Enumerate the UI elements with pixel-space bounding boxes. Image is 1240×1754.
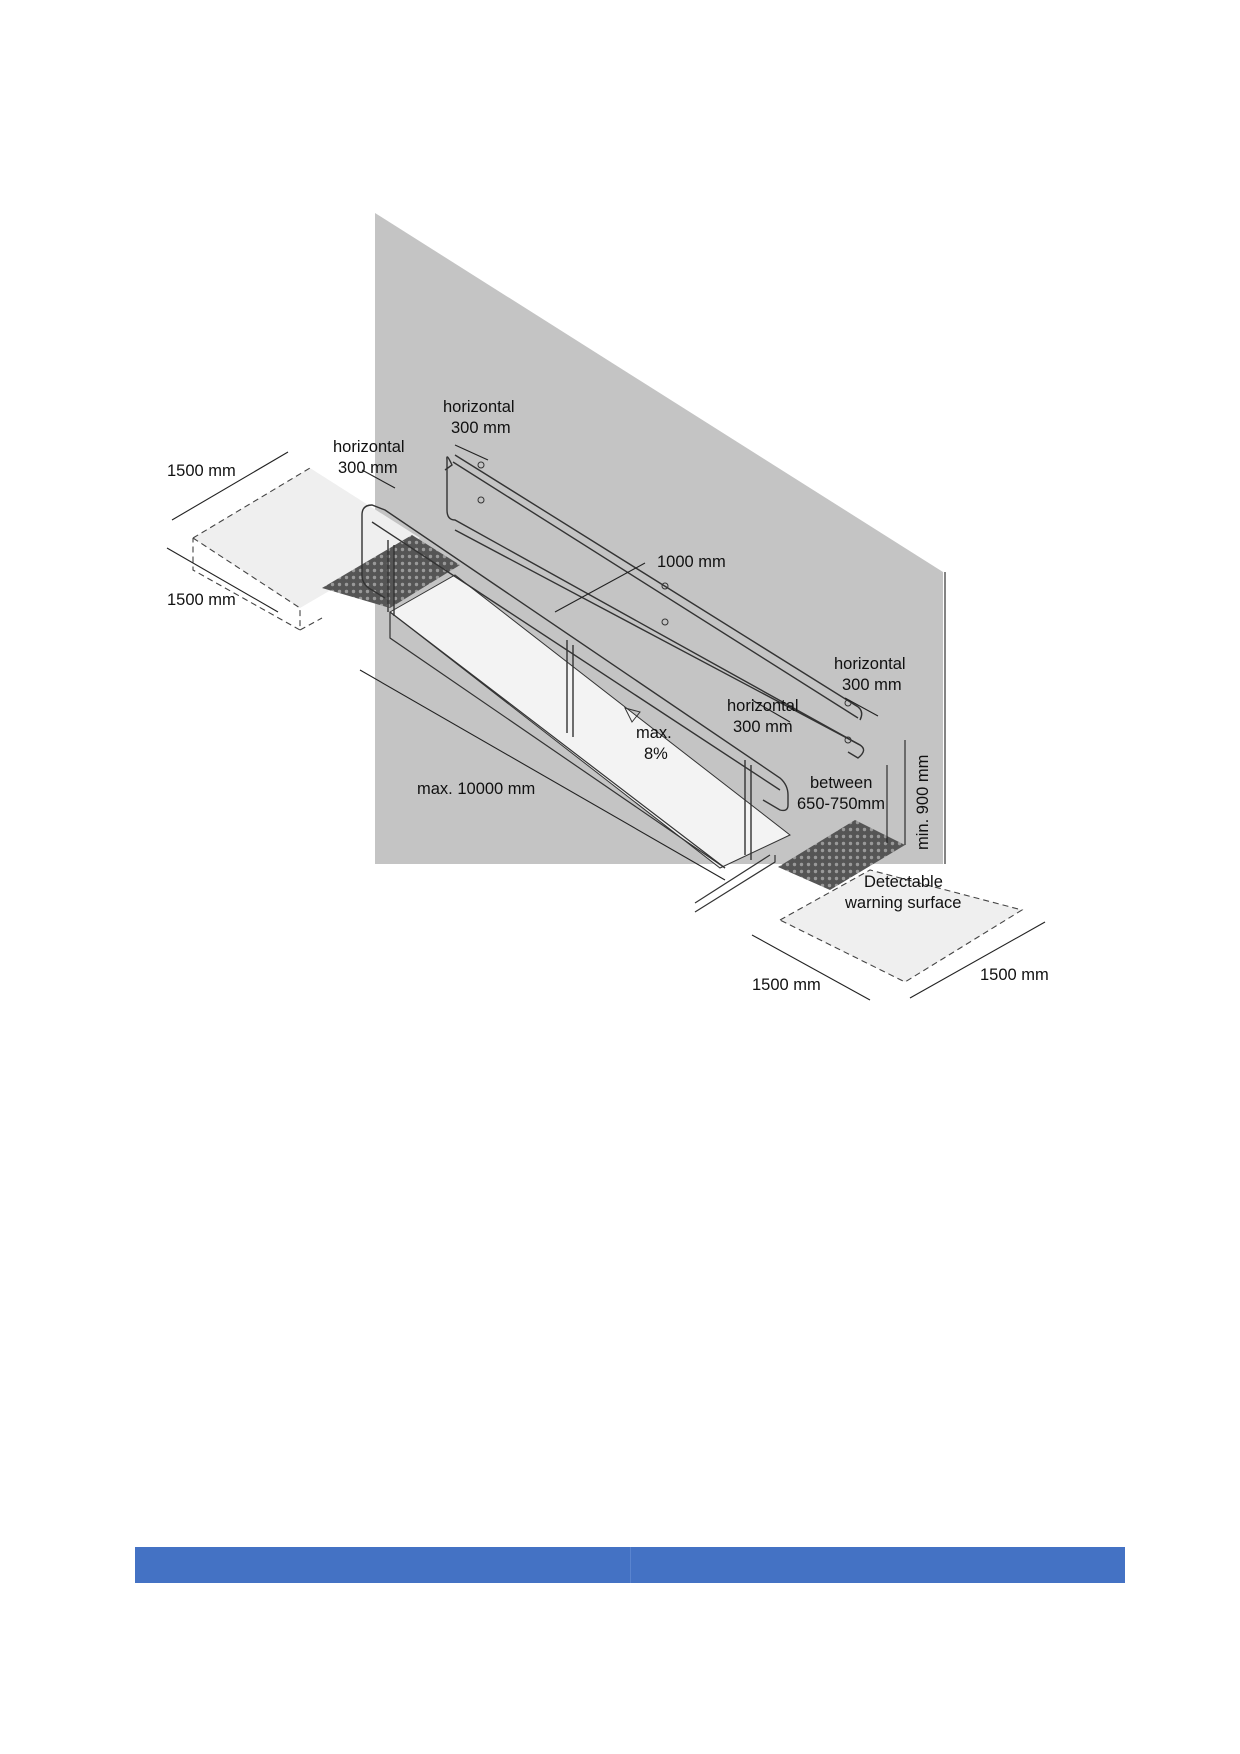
label-rail-spacing: 1000 mm bbox=[657, 553, 726, 571]
ramp-body bbox=[389, 574, 791, 913]
label-rail-ext-bottom-lower-2: 300 mm bbox=[733, 718, 793, 736]
label-rail-ext-bottom-lower-1: horizontal bbox=[727, 697, 799, 715]
bottom-landing bbox=[779, 869, 1024, 983]
label-warning-surface-2: warning surface bbox=[844, 894, 961, 912]
top-landing bbox=[192, 467, 420, 631]
slope-indicator bbox=[624, 707, 641, 723]
label-landing-top-depth: 1500 mm bbox=[167, 591, 236, 609]
label-slope-2: 8% bbox=[644, 745, 668, 763]
footer-bar bbox=[135, 1547, 1125, 1583]
label-rail-ext-top-upper-1: horizontal bbox=[443, 398, 515, 416]
footer-cell-right bbox=[629, 1547, 1125, 1583]
label-rail-ext-top-upper-2: 300 mm bbox=[451, 419, 511, 437]
label-rail-ext-bottom-upper-2: 300 mm bbox=[842, 676, 902, 694]
label-lower-rail-height-2: 650-750mm bbox=[797, 795, 885, 813]
label-rail-ext-top-lower-2: 300 mm bbox=[338, 459, 398, 477]
label-lower-rail-height-1: between bbox=[810, 774, 872, 792]
front-handrails bbox=[361, 504, 789, 860]
label-slope-1: max. bbox=[636, 724, 672, 742]
bottom-warning-surface bbox=[778, 820, 905, 890]
top-warning-surface bbox=[322, 535, 460, 608]
dimension-lines bbox=[166, 444, 1046, 1001]
label-landing-bottom-width: 1500 mm bbox=[980, 966, 1049, 984]
label-ramp-length: max. 10000 mm bbox=[417, 780, 535, 798]
label-upper-rail-height: min. 900 mm bbox=[914, 755, 932, 850]
wall-handrails bbox=[444, 454, 865, 759]
footer-cell-left bbox=[135, 1547, 630, 1583]
label-landing-top-width: 1500 mm bbox=[167, 462, 236, 480]
label-warning-surface-1: Detectable bbox=[864, 873, 943, 891]
label-landing-bottom-depth: 1500 mm bbox=[752, 976, 821, 994]
label-rail-ext-bottom-upper-1: horizontal bbox=[834, 655, 906, 673]
label-rail-ext-top-lower-1: horizontal bbox=[333, 438, 405, 456]
